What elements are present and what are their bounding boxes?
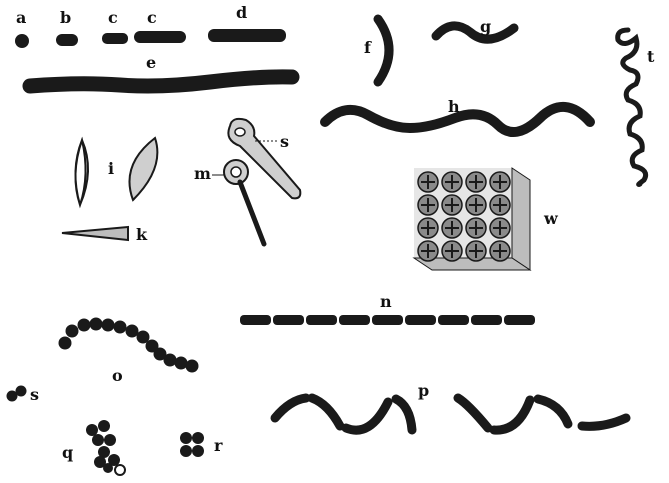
label-i: i (108, 159, 114, 178)
label-o: o (112, 366, 123, 385)
label-s-upper: s (280, 132, 289, 151)
label-f: f (364, 38, 372, 57)
label-w: w (543, 209, 559, 228)
form-p-spirillum-segments: p (275, 381, 626, 430)
form-g-vibrio: g (436, 17, 514, 39)
form-b-short-rod: b (56, 8, 78, 46)
label-b: b (60, 8, 71, 27)
label-d: d (236, 3, 247, 22)
label-c-1: c (108, 8, 118, 27)
form-f-curved-rod: f (364, 19, 389, 82)
label-g: g (480, 17, 491, 36)
form-a-coccus: a (15, 8, 29, 48)
label-a: a (16, 8, 26, 27)
label-m: m (194, 164, 211, 183)
form-i-spindles: i (75, 138, 157, 205)
label-t: t (647, 47, 655, 66)
form-k-tapered-rod: k (62, 225, 148, 244)
label-h: h (448, 97, 460, 116)
form-w-sarcina-cube: w (414, 168, 559, 270)
form-q-cluster: q (62, 420, 125, 475)
form-m-drumstick: m (194, 160, 264, 244)
label-p: p (418, 381, 429, 400)
form-o-streptococcus: o (59, 318, 199, 386)
label-q: q (62, 443, 73, 462)
form-h-spirillum: h (325, 97, 590, 132)
form-e-filament: e (30, 53, 292, 86)
form-n-streptobacillus: n (240, 292, 535, 325)
label-r: r (214, 436, 223, 455)
label-n: n (380, 292, 392, 311)
form-s-diplococcus: s (7, 385, 40, 404)
label-s-lower: s (30, 385, 39, 404)
form-d-long-rod: d (208, 3, 286, 42)
form-r-tetrad: r (180, 432, 223, 457)
label-c-2: c (147, 8, 157, 27)
label-k: k (136, 225, 148, 244)
form-c-rods: c c (102, 8, 186, 44)
label-e: e (146, 53, 156, 72)
form-t-spirochete: t (618, 30, 655, 185)
